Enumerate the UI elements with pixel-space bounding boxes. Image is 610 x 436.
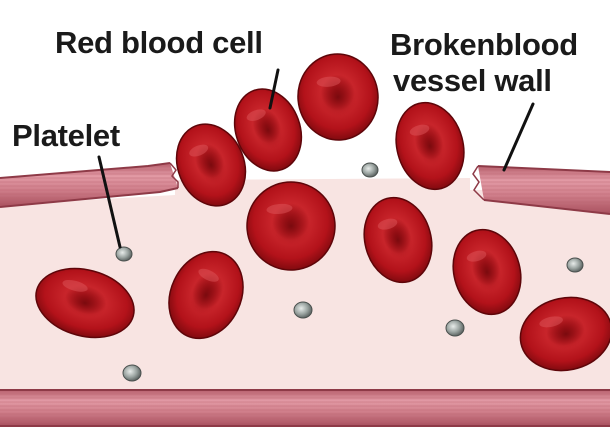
lower-vessel-wall: [0, 390, 610, 426]
platelet: [116, 247, 132, 261]
platelet: [294, 302, 312, 318]
label-platelet: Platelet: [12, 119, 120, 153]
leader-line-broken-wall: [504, 104, 533, 170]
label-broken-vessel-wall-line2: vessel wall: [393, 64, 552, 98]
platelet: [446, 320, 464, 336]
label-red-blood-cell: Red blood cell: [55, 26, 263, 60]
platelet: [362, 163, 378, 177]
red-blood-cell: [294, 51, 381, 144]
label-broken-vessel-wall-line1: Brokenblood: [390, 28, 578, 62]
platelet: [123, 365, 141, 381]
platelet: [567, 258, 583, 272]
